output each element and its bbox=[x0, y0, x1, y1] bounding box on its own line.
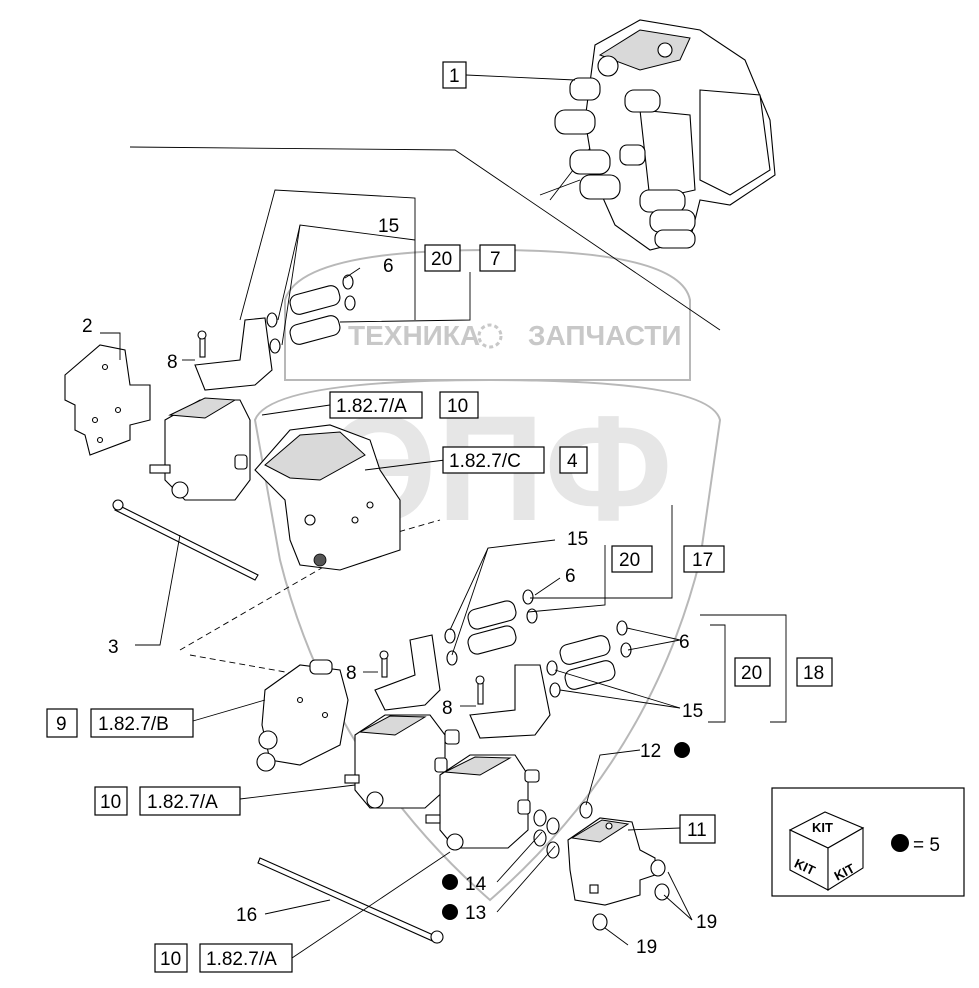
callout-box-ref-a-lower bbox=[199, 943, 293, 973]
callout-box-20-middle bbox=[611, 545, 653, 573]
ref-b: 1.82.7/B bbox=[98, 714, 169, 735]
valve-section-9 bbox=[256, 659, 349, 772]
callout-13: 13 bbox=[465, 903, 486, 924]
kit-label-top: KIT bbox=[812, 820, 833, 835]
callout-6-middle: 6 bbox=[565, 566, 576, 587]
kit-bullet-14 bbox=[442, 874, 458, 890]
callout-17: 17 bbox=[692, 550, 713, 571]
callout-8-lower: 8 bbox=[442, 698, 453, 719]
callout-box-10-upper bbox=[439, 391, 479, 419]
tie-rod-upper bbox=[112, 499, 259, 581]
callout-2: 2 bbox=[82, 316, 93, 337]
gear-icon bbox=[477, 323, 503, 349]
callout-9: 9 bbox=[56, 714, 67, 735]
ref-c: 1.82.7/C bbox=[449, 451, 521, 472]
kit-bullet-13 bbox=[442, 904, 458, 920]
seals-13-14 bbox=[533, 801, 593, 859]
callouts: 1 2 15 6 20 7 8 1.82.7/A 10 1.82.7/C 4 1… bbox=[46, 61, 833, 973]
callout-box-7 bbox=[479, 244, 516, 272]
callout-18: 18 bbox=[803, 663, 824, 684]
callout-box-1 bbox=[442, 61, 467, 89]
callout-8-middle: 8 bbox=[346, 663, 357, 684]
callout-7: 7 bbox=[490, 249, 501, 270]
ref-a-middle: 1.82.7/A bbox=[147, 792, 218, 813]
kit-cube-icon bbox=[788, 811, 865, 891]
callout-15-upper: 15 bbox=[378, 216, 399, 237]
callout-19-right: 19 bbox=[696, 912, 717, 933]
callout-box-17 bbox=[683, 545, 725, 573]
kit-equals-5: = 5 bbox=[913, 835, 940, 856]
callout-box-18 bbox=[796, 657, 833, 687]
callout-box-ref-a-upper bbox=[329, 391, 423, 419]
callout-20-right: 20 bbox=[741, 663, 762, 684]
callout-box-10-middle bbox=[94, 786, 128, 816]
callout-10-upper: 10 bbox=[447, 396, 468, 417]
upper-spools bbox=[266, 274, 356, 354]
callout-1: 1 bbox=[449, 66, 460, 87]
lower-bracket-left bbox=[374, 634, 441, 711]
callout-3: 3 bbox=[108, 637, 119, 658]
callout-10-lower: 10 bbox=[160, 949, 181, 970]
callout-4: 4 bbox=[567, 451, 578, 472]
leader-lines bbox=[100, 74, 787, 959]
watermark-left-text: ТЕХНИКА bbox=[348, 320, 480, 351]
callout-12: 12 bbox=[640, 741, 661, 762]
watermark-right-text: ЗАПЧАСТИ bbox=[528, 320, 681, 351]
callout-15-middle: 15 bbox=[567, 529, 588, 550]
callout-10-middle: 10 bbox=[100, 792, 121, 813]
callout-14: 14 bbox=[465, 874, 487, 895]
callout-box-10-lower bbox=[154, 943, 188, 973]
callout-box-20-right bbox=[734, 657, 771, 687]
callout-11: 11 bbox=[687, 820, 707, 841]
callout-box-ref-a-middle bbox=[139, 786, 241, 816]
callout-box-9 bbox=[46, 708, 78, 738]
callout-8-upper: 8 bbox=[167, 352, 178, 373]
central-housing bbox=[254, 424, 401, 571]
callout-15-lower: 15 bbox=[682, 701, 703, 722]
valve-section-10-middle bbox=[344, 714, 460, 809]
end-plate bbox=[64, 344, 151, 456]
callout-20-middle: 20 bbox=[619, 550, 640, 571]
callout-box-ref-b bbox=[90, 708, 194, 738]
kit-legend: KIT KIT KIT = 5 bbox=[771, 787, 965, 897]
callout-box-11 bbox=[679, 814, 716, 844]
callout-19-lower: 19 bbox=[636, 937, 657, 958]
kit-bullet-legend bbox=[891, 834, 909, 852]
valve-section-10-lower bbox=[425, 754, 540, 851]
valve-section-upper-left bbox=[149, 397, 251, 501]
ref-a-upper: 1.82.7/A bbox=[336, 396, 407, 417]
callout-6-right: 6 bbox=[679, 632, 690, 653]
callout-20-upper: 20 bbox=[431, 249, 452, 270]
main-valve-assembly bbox=[554, 19, 776, 251]
kit-bullet-12 bbox=[674, 742, 690, 758]
callout-box-20-upper bbox=[424, 244, 461, 272]
lower-spools bbox=[444, 589, 632, 698]
tie-rod-lower bbox=[257, 857, 444, 944]
callout-box-4 bbox=[559, 446, 588, 474]
ref-a-lower: 1.82.7/A bbox=[206, 949, 277, 970]
callout-6-upper: 6 bbox=[383, 256, 394, 277]
end-cover-11 bbox=[567, 817, 656, 906]
upper-bracket bbox=[194, 317, 273, 391]
callout-16: 16 bbox=[236, 905, 257, 926]
callout-box-ref-c bbox=[442, 446, 545, 474]
lower-bracket-right bbox=[469, 664, 551, 739]
